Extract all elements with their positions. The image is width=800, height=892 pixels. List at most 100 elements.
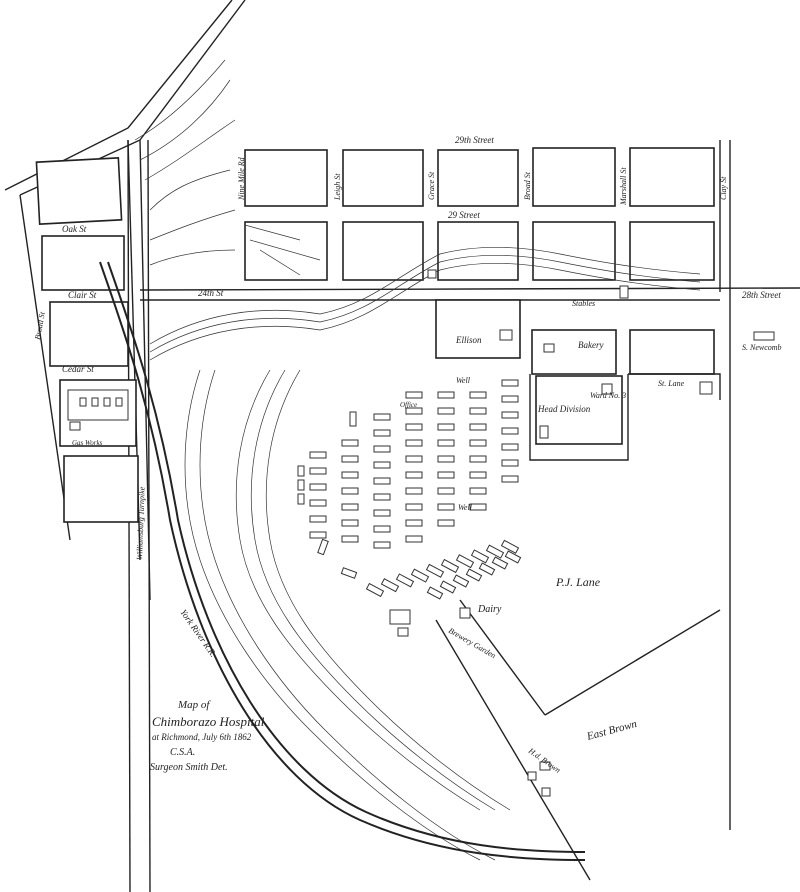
ward-building <box>309 499 327 507</box>
ward-building <box>437 471 455 479</box>
label-brewery-garden: Brewery Garden <box>447 626 497 660</box>
label-dairy: Dairy <box>477 604 502 615</box>
ward-building <box>405 503 423 511</box>
ward-building <box>410 568 430 583</box>
ward-building <box>437 487 455 495</box>
ward-building <box>425 563 445 578</box>
label-marshall-st: Marshall St <box>619 167 628 206</box>
label-28th-street: 28th Street <box>742 290 781 300</box>
ravine-hatching <box>134 59 701 861</box>
ward-building <box>469 471 487 479</box>
ward-building <box>341 471 359 479</box>
label-head-division: Head Division <box>537 404 591 414</box>
outbuildings <box>389 269 775 797</box>
ward-building <box>373 429 391 437</box>
label-24th-st: 24th St <box>198 288 224 298</box>
ward-building <box>380 578 400 593</box>
ward-building <box>501 379 519 387</box>
label-clair-st: Clair St <box>68 290 97 300</box>
ward-building <box>309 483 327 491</box>
ward-building <box>470 549 490 564</box>
ward-building <box>373 477 391 485</box>
ward-building <box>501 427 519 435</box>
ward-building <box>373 493 391 501</box>
ward-building <box>437 423 455 431</box>
ward-building <box>439 580 457 594</box>
title-block: Map of Chimborazo Hospital at Richmond, … <box>150 699 265 773</box>
label-s-newcomb: S. Newcomb <box>742 343 782 352</box>
ward-building <box>341 519 359 527</box>
label-bakery: Bakery <box>578 340 603 350</box>
ward-building <box>365 582 385 598</box>
title-line-1: Map of <box>177 699 211 711</box>
label-29th-street-top: 29th Street <box>455 135 494 145</box>
ward-building <box>405 455 423 463</box>
label-well: Well <box>458 503 473 512</box>
ward-building <box>340 567 358 579</box>
ward-building <box>437 455 455 463</box>
ward-building <box>297 493 305 505</box>
ward-building <box>297 479 305 491</box>
ward-building <box>478 562 496 576</box>
label-ellison: Ellison <box>455 335 482 345</box>
ward-building <box>501 395 519 403</box>
ward-building <box>341 487 359 495</box>
ward-building <box>469 423 487 431</box>
ward-building <box>485 544 505 559</box>
ward-building <box>309 515 327 523</box>
ward-building <box>465 568 483 582</box>
ward-building <box>309 467 327 475</box>
ward-building <box>437 519 455 527</box>
label-broad-st-vertical: Broad St <box>33 311 47 341</box>
ward-building <box>491 556 509 570</box>
ward-building <box>405 439 423 447</box>
ward-building <box>341 503 359 511</box>
ward-building <box>309 531 327 539</box>
ward-building <box>373 525 391 533</box>
ward-building <box>437 503 455 511</box>
ward-building <box>395 573 415 588</box>
ward-building <box>426 586 444 600</box>
ward-building <box>469 487 487 495</box>
title-line-5: Surgeon Smith Det. <box>150 762 228 773</box>
ward-building <box>469 455 487 463</box>
ward-building <box>469 391 487 399</box>
ward-building <box>501 475 519 483</box>
ward-building <box>373 541 391 549</box>
left-blocks <box>35 157 139 523</box>
label-stables: Stables <box>572 299 595 308</box>
title-line-2: Chimborazo Hospital <box>152 714 265 729</box>
ward-building <box>437 407 455 415</box>
title-line-3: at Richmond, July 6th 1862 <box>152 732 252 742</box>
ward-building <box>341 455 359 463</box>
title-line-4: C.S.A. <box>170 747 195 758</box>
ward-building <box>341 439 359 447</box>
ward-building <box>405 391 423 399</box>
label-williamsburg-turnpike: Williamsburg Turnpike <box>135 486 147 560</box>
ward-building <box>501 459 519 467</box>
ward-building <box>452 574 470 588</box>
street-labels: 29th Street 29 Street Oak St Clair St 24… <box>33 135 781 560</box>
label-east-brown: East Brown <box>585 718 639 743</box>
ward-building <box>297 465 305 477</box>
ward-building <box>373 413 391 421</box>
label-office: Office <box>400 401 417 409</box>
ward-building <box>437 391 455 399</box>
hospital-wards <box>297 379 522 600</box>
ward-building <box>455 554 475 569</box>
label-well-top: Well <box>456 376 471 385</box>
ward-building <box>504 550 522 564</box>
ward-building <box>405 535 423 543</box>
ward-building <box>349 411 357 427</box>
railroad-track <box>99 261 586 861</box>
ward-building <box>405 519 423 527</box>
label-leigh-st: Leigh St <box>333 173 342 201</box>
label-oak-st: Oak St <box>62 224 87 234</box>
label-gas-works: Gas Works <box>72 439 103 447</box>
label-st-lane: St. Lane <box>658 379 685 388</box>
ward-building <box>373 509 391 517</box>
label-29-street: 29 Street <box>448 210 480 220</box>
label-grace-st: Grace St <box>427 171 436 200</box>
label-cedar-st: Cedar St <box>62 364 94 374</box>
